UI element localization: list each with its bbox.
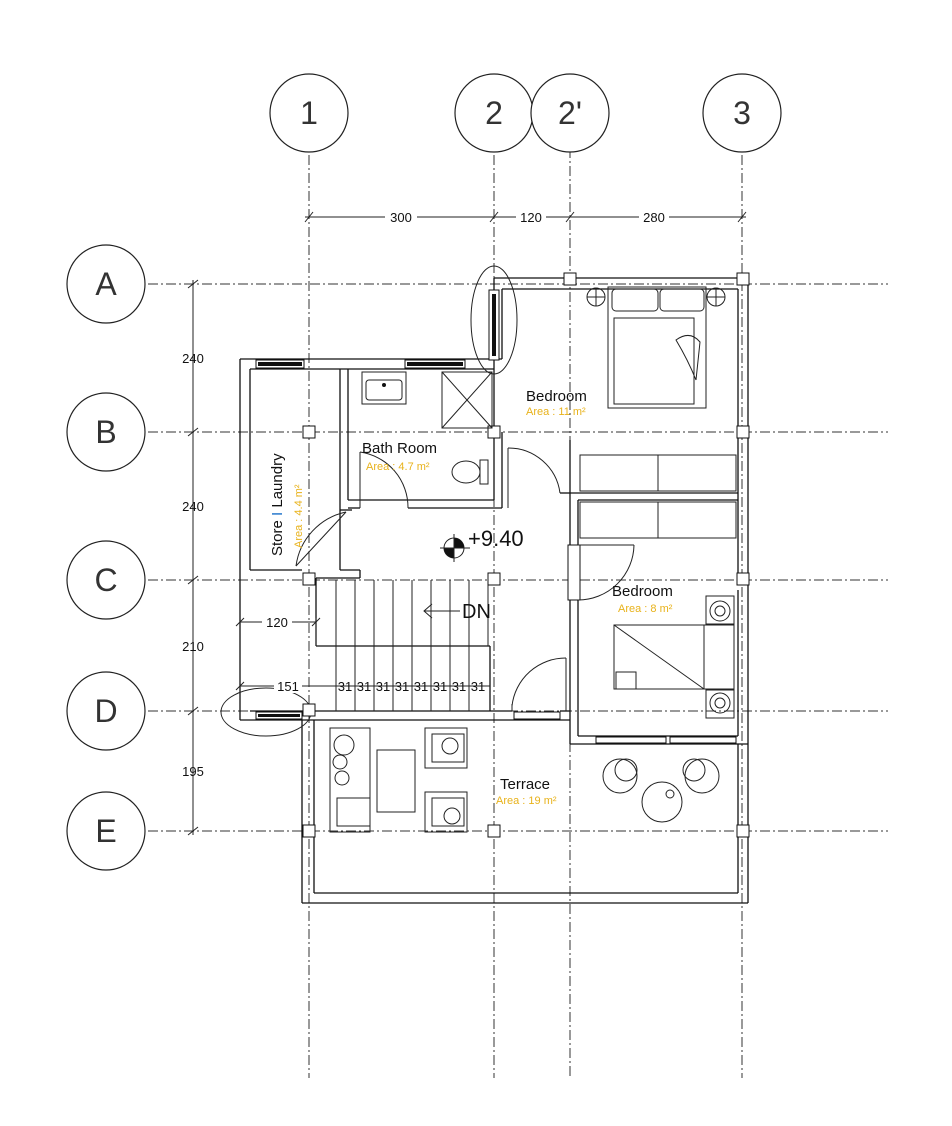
double-bed	[586, 286, 726, 409]
stair-direction: DN	[462, 601, 491, 623]
dim-120: 120	[520, 210, 542, 225]
bath-name: Bath Room	[362, 440, 437, 457]
svg-text:Store I Laundry: Store I Laundry	[269, 453, 286, 556]
dim-stair-width: 120	[266, 615, 288, 630]
svg-text:31: 31	[357, 679, 371, 694]
svg-text:2: 2	[485, 95, 503, 131]
dim-300: 300	[390, 210, 412, 225]
row-bubbles: A B C D E	[66, 244, 146, 871]
svg-text:C: C	[94, 562, 117, 598]
windows	[255, 289, 737, 744]
dim-stair-start: 151	[277, 679, 299, 694]
grid-bubble-2: 2	[454, 73, 534, 153]
bedroom-2-name: Bedroom	[612, 583, 673, 600]
grid-bubble-d: D	[66, 671, 146, 751]
svg-text:2': 2'	[558, 95, 582, 131]
dim-195: 195	[182, 764, 204, 779]
horizontal-dimensions: 300 120 280	[304, 210, 747, 225]
svg-text:1: 1	[300, 95, 318, 131]
bedroom-2-area: Area : 8 m²	[618, 603, 673, 615]
room-labels: Bedroom Area : 11 m² Bath Room Area : 4.…	[269, 388, 673, 807]
level-value: +9.40	[468, 526, 524, 551]
bath-fixtures	[361, 371, 493, 485]
dim-240-a: 240	[182, 351, 204, 366]
bedroom-1-name: Bedroom	[526, 388, 587, 405]
dim-280: 280	[643, 210, 665, 225]
bedroom-1-area: Area : 11 m²	[526, 406, 586, 418]
svg-text:31: 31	[433, 679, 447, 694]
grid-bubble-e: E	[66, 791, 146, 871]
svg-text:Area : 4.4 m²: Area : 4.4 m²	[293, 484, 305, 548]
dim-210: 210	[182, 639, 204, 654]
grid-bubble-c: C	[66, 540, 146, 620]
dim-240-b: 240	[182, 499, 204, 514]
terrace-area: Area : 19 m²	[496, 795, 557, 807]
wardrobe	[579, 454, 737, 539]
store-area: Area : 4.4 m²	[293, 484, 305, 548]
vertical-dimensions: 240 240 210 195	[182, 279, 204, 836]
grid-bubble-b: B	[66, 392, 146, 472]
grid-bubble-3: 3	[702, 73, 782, 153]
level-marker: +9.40	[440, 526, 524, 562]
grid-bubble-1: 1	[269, 73, 349, 153]
stair-tread-dimensions: 31 31 31 31 31 31 31 31	[338, 679, 485, 694]
stairs: DN 120 151 31 31 31 31 31 31 31 31	[235, 580, 491, 711]
svg-text:31: 31	[414, 679, 428, 694]
doors	[295, 447, 635, 711]
structural-columns	[302, 272, 750, 838]
svg-text:31: 31	[376, 679, 390, 694]
svg-text:B: B	[95, 414, 116, 450]
svg-text:D: D	[94, 693, 117, 729]
column-bubbles: 1 2 2' 3	[269, 73, 782, 153]
store-label: Store I Laundry	[269, 453, 286, 556]
single-bed	[613, 595, 735, 719]
grid-bubble-2-prime: 2'	[530, 73, 610, 153]
grid-lines	[148, 148, 888, 1078]
svg-text:31: 31	[452, 679, 466, 694]
terrace-furniture	[329, 727, 720, 833]
svg-text:E: E	[95, 813, 116, 849]
svg-text:A: A	[95, 266, 117, 302]
svg-text:31: 31	[338, 679, 352, 694]
bath-area: Area : 4.7 m²	[366, 461, 430, 473]
grid-bubble-a: A	[66, 244, 146, 324]
terrace-name: Terrace	[500, 776, 550, 793]
highlight-marks	[220, 265, 518, 737]
svg-text:31: 31	[395, 679, 409, 694]
svg-text:31: 31	[471, 679, 485, 694]
svg-text:3: 3	[733, 95, 751, 131]
